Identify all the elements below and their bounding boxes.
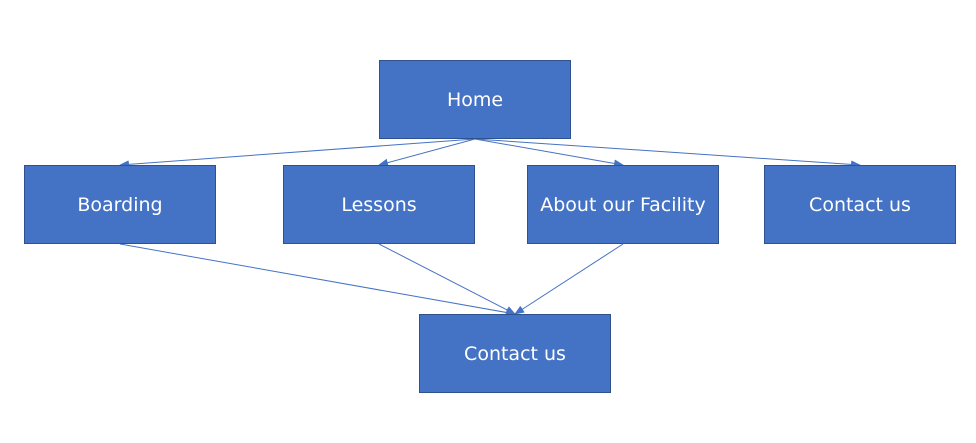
lessons-node: Lessons: [283, 165, 475, 244]
contact-us-label-top: Contact us: [809, 193, 911, 216]
connector-home-to-lessons: [378, 138, 476, 167]
contact-us-label-bottom: Contact us: [464, 342, 566, 365]
connector-home-to-boarding: [119, 138, 476, 169]
contact-us-node-bottom: Contact us: [419, 314, 611, 393]
about-facility-label: About our Facility: [540, 193, 706, 216]
connector-about-to-contact_bottom: [514, 243, 624, 315]
boarding-node: Boarding: [24, 165, 216, 244]
boarding-label: Boarding: [77, 193, 163, 216]
connector-home-to-about: [474, 138, 624, 168]
home-label: Home: [446, 88, 504, 111]
connector-lessons-to-contact_bottom: [378, 243, 516, 315]
contact-us-node-top: Contact us: [764, 165, 956, 244]
connector-home-to-contact_top: [474, 138, 861, 169]
about-facility-node: About our Facility: [527, 165, 719, 244]
lessons-label: Lessons: [341, 193, 417, 216]
home-node: Home: [379, 60, 571, 139]
connector-boarding-to-contact_bottom: [119, 243, 516, 317]
